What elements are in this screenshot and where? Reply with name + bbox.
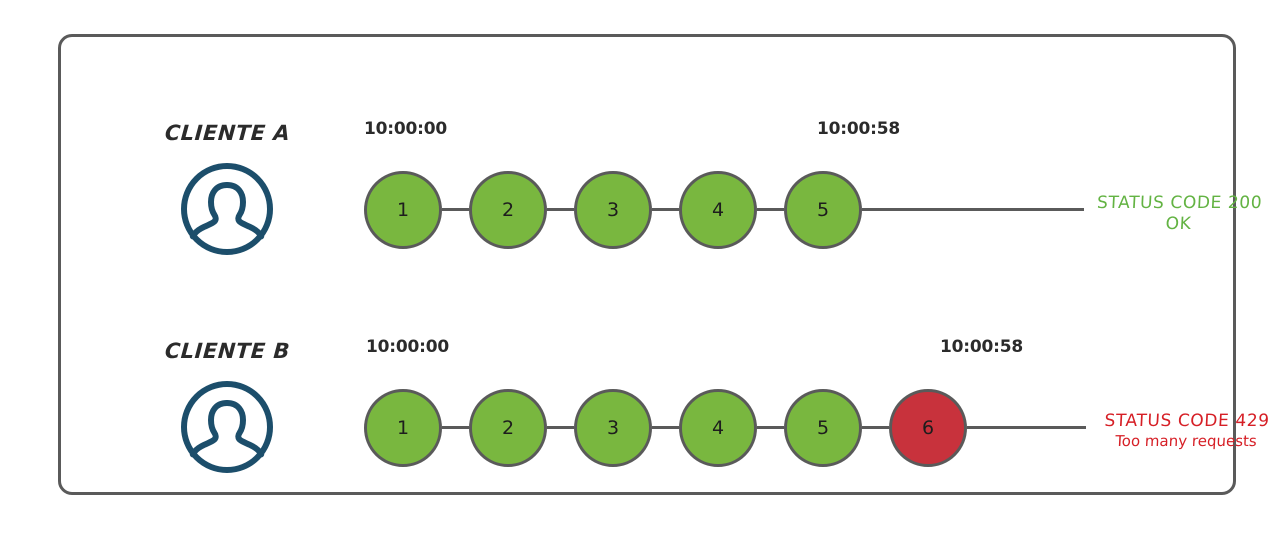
connector [442,208,469,211]
connector [652,208,679,211]
client-row-b: CLIENTE B 10:00:00 10:00:58 1 2 3 [61,315,1270,525]
request-node-label: 5 [816,199,830,221]
status-code-line: STATUS CODE 200 [1096,193,1263,213]
request-node-label: 2 [501,199,515,221]
client-label-b: CLIENTE B [164,339,291,363]
status-text-line: OK [1165,214,1192,235]
timestamp-end-b: 10:00:58 [940,337,1023,357]
client-row-a: CLIENTE A 10:00:00 10:00:58 1 2 3 [61,97,1263,307]
connector [757,426,784,429]
status-code-line: STATUS CODE 429 [1103,411,1271,431]
request-node-label: 6 [921,417,935,439]
request-node[interactable]: 4 [679,171,757,249]
request-node-label: 5 [816,417,830,439]
request-node[interactable]: 5 [784,389,862,467]
request-node[interactable]: 2 [469,389,547,467]
timestamp-end-a: 10:00:58 [817,119,900,139]
connector [862,426,889,429]
request-node-label: 2 [501,417,515,439]
request-node[interactable]: 5 [784,171,862,249]
request-node[interactable]: 4 [679,389,757,467]
request-node-label: 1 [396,417,410,439]
connector [442,426,469,429]
request-node[interactable]: 2 [469,171,547,249]
request-node-label: 4 [711,417,725,439]
response-line [862,208,1084,211]
user-avatar-icon [177,159,277,259]
connector [757,208,784,211]
status-annotation-b: STATUS CODE 429 Too many requests [1088,411,1280,451]
connector [652,426,679,429]
response-line [967,426,1086,429]
request-node-blocked[interactable]: 6 [889,389,967,467]
diagram-frame: CLIENTE A 10:00:00 10:00:58 1 2 3 [58,34,1270,495]
request-node-label: 1 [396,199,410,221]
request-node-label: 3 [606,417,620,439]
request-node-label: 3 [606,199,620,221]
request-node[interactable]: 3 [574,389,652,467]
client-label-a: CLIENTE A [164,121,292,145]
request-node[interactable]: 1 [364,389,442,467]
connector [547,208,574,211]
connector [547,426,574,429]
status-text-line: Too many requests [1114,432,1258,451]
user-avatar-icon [177,377,277,477]
timestamp-start-b: 10:00:00 [366,337,449,357]
request-node[interactable]: 1 [364,171,442,249]
request-node[interactable]: 3 [574,171,652,249]
timestamp-start-a: 10:00:00 [364,119,447,139]
request-node-label: 4 [711,199,725,221]
status-annotation-a: STATUS CODE 200 OK [1088,193,1270,236]
